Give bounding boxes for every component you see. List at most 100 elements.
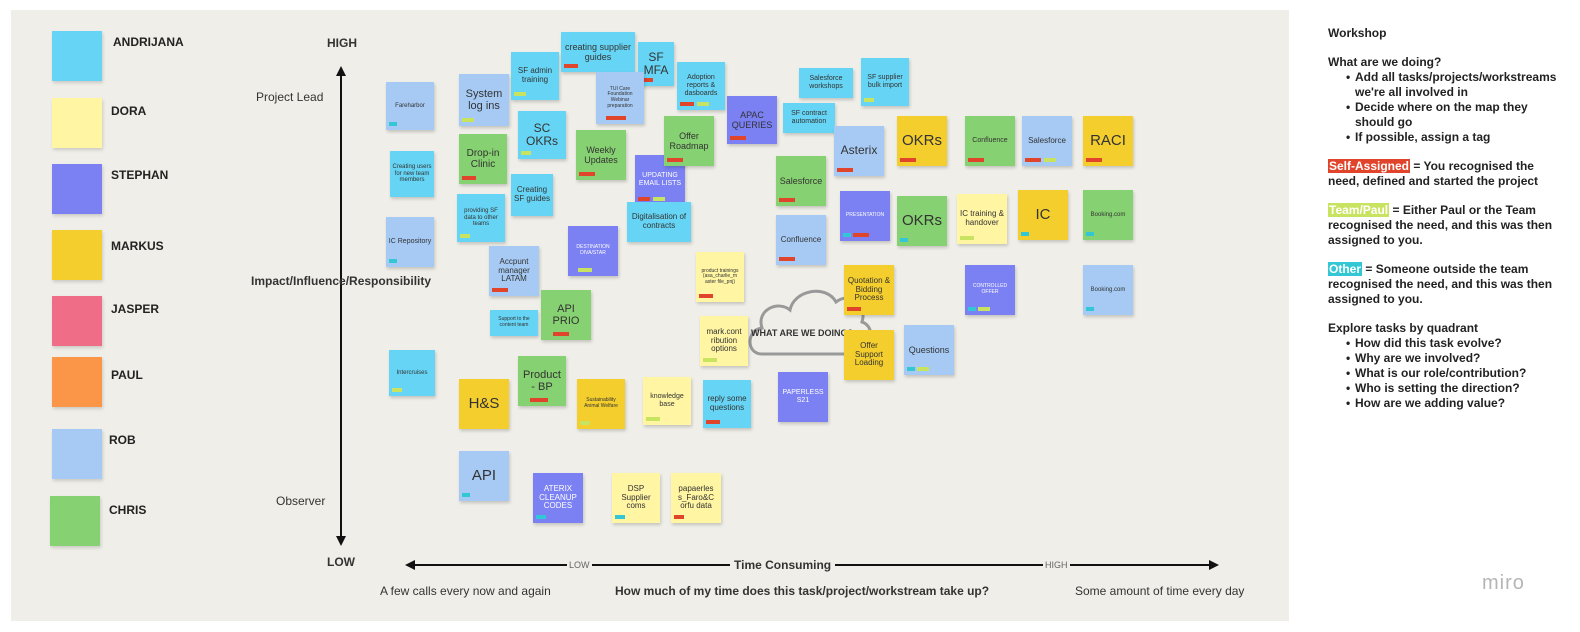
team-paul-definition: Team/Paul = Either Paul or the Team reco… [1328,203,1568,248]
note-text: Salesforce workshops [809,75,843,90]
sticky-note[interactable]: IC Repository [386,217,434,267]
note-text: DSP Supplier coms [621,483,651,511]
sticky-note[interactable]: Support to the content team [490,310,538,336]
note-text: Sustainability Animal Welfare [584,397,618,409]
sticky-note[interactable]: Intercruises [389,350,435,396]
note-text: RACI [1090,131,1126,149]
sticky-note[interactable]: CONTROLLED OFFER [965,265,1015,315]
tag-red [606,116,626,120]
tag-lime [521,151,531,155]
tag-cyan [389,259,397,263]
tag-red [638,197,650,201]
sticky-note[interactable]: OKRs [897,116,947,166]
sticky-note[interactable]: API [459,451,509,501]
sticky-note[interactable]: SF supplier bulk import [861,58,909,106]
sticky-note[interactable]: Salesforce workshops [799,68,853,98]
sticky-note[interactable]: creating supplier guides [561,32,635,72]
sticky-note[interactable]: Sustainability Animal Welfare [577,379,625,429]
sticky-note[interactable]: SF MFA [638,42,674,86]
explore-item: Why are we involved? [1346,351,1568,366]
sticky-note[interactable]: API PRIO [541,290,591,340]
sticky-note[interactable]: Creating SF guides [511,174,553,216]
tag-lime [460,234,470,238]
sticky-note[interactable]: Creating users for new team members [390,151,434,197]
note-text: Creating users for new team members [392,163,432,184]
sticky-note[interactable]: PAPERLESS S21 [778,372,828,422]
sticky-note[interactable]: Asterix [834,126,884,176]
note-text: Creating SF guides [513,185,551,203]
axis-few-calls-label: A few calls every now and again [380,584,551,598]
self-assigned-tag: Self-Assigned [1328,159,1411,173]
note-text: mark.cont ribution options [706,326,742,354]
sticky-note[interactable]: providing SF data to other teams [457,194,505,242]
sticky-note[interactable]: IC [1018,190,1068,240]
sticky-note[interactable]: mark.cont ribution options [700,316,748,366]
note-text: System log ins [465,87,503,112]
sticky-note[interactable]: reply some questions [703,380,751,428]
sticky-note[interactable]: Drop-in Clinic [459,134,507,184]
note-text: API [471,466,497,484]
sticky-note[interactable]: APAC QUERIES [727,96,777,144]
other-tag: Other [1328,262,1363,276]
legend-name: STEPHAN [111,168,169,182]
sticky-note[interactable]: product trainings (asa_charlie_m aster f… [696,252,744,302]
note-text: CONTROLLED OFFER [972,283,1008,295]
note-text: Fareharbor [395,102,425,109]
sticky-note[interactable]: OKRs [897,196,947,246]
sticky-note[interactable]: Quotation & Bidding Process [844,265,894,315]
sticky-note[interactable]: Salesforce [776,156,826,206]
sticky-note[interactable]: Adoption reports & dasboards [677,62,725,110]
sticky-note[interactable]: IC training & handover [957,194,1007,244]
sticky-note[interactable]: papaerles s_Faro&C orfu data [671,473,721,523]
sticky-note[interactable]: Booking.com [1083,265,1133,315]
sticky-note[interactable]: TUI Care Foundation Webinar preparation [596,72,644,124]
sticky-note[interactable]: Booking.com [1083,190,1133,240]
tag-red [699,294,713,298]
sticky-note[interactable]: Offer Roadmap [664,116,714,166]
whiteboard-canvas[interactable]: ANDRIJANA DORA STEPHAN MARKUS JASPER PAU… [11,10,1289,621]
tag-cyan [1021,232,1029,236]
sticky-note[interactable]: RACI [1083,116,1133,166]
sticky-note[interactable]: Product - BP [518,356,566,406]
instruction-item: If possible, assign a tag [1346,130,1568,145]
note-text: Adoption reports & dasboards [684,74,718,97]
note-text: Offer Roadmap [669,130,709,151]
workshop-instructions-panel: Workshop What are we doing? Add all task… [1328,26,1568,425]
note-text: H&S [468,394,500,412]
sticky-note[interactable]: H&S [459,379,509,429]
sticky-note[interactable]: Accpunt manager LATAM [489,246,539,296]
sticky-note[interactable]: DSP Supplier coms [612,473,660,523]
sticky-note[interactable]: SF contract automation [783,103,835,133]
miro-logo: miro [1482,572,1525,594]
note-text: DESTINATION DIVA/STAR [576,244,610,256]
sticky-note[interactable]: Weekly Updates [576,130,626,180]
sticky-note[interactable]: SF admin training [511,52,559,100]
sticky-note[interactable]: Salesforce [1022,116,1072,166]
sticky-note[interactable]: SC OKRs [518,111,566,159]
sticky-note[interactable]: knowledge base [643,377,691,425]
tag-lime [462,118,474,122]
axis-observer-label: Observer [276,494,326,508]
sticky-note[interactable]: Confluence [776,215,826,265]
cloud-shape[interactable] [744,280,874,360]
other-definition: Other = Someone outside the team recogni… [1328,262,1568,307]
sticky-note[interactable]: DESTINATION DIVA/STAR [568,226,618,276]
sticky-note[interactable]: Digitalisation of contracts [627,202,691,242]
axis-time-title: Time Consuming [730,558,836,572]
sticky-note[interactable]: Questions [904,325,954,375]
sticky-note[interactable]: Offer Support Loading [844,330,894,380]
note-text: Confluence [780,234,822,244]
legend-name: ROB [109,433,136,447]
workshop-title: Workshop [1328,26,1387,40]
note-text: knowledge base [650,393,684,408]
sticky-note[interactable]: Fareharbor [386,82,434,130]
legend-name: DORA [111,104,147,118]
sticky-note[interactable]: System log ins [459,74,509,126]
note-text: Confluence [972,137,1008,145]
note-text: Drop-in Clinic [466,147,500,170]
sticky-note[interactable]: Confluence [965,116,1015,166]
tag-red [837,168,853,172]
legend-swatch-jasper [52,296,102,346]
sticky-note[interactable]: PRESENTATION [840,191,890,241]
sticky-note[interactable]: ATERIX CLEANUP CODES [533,473,583,523]
